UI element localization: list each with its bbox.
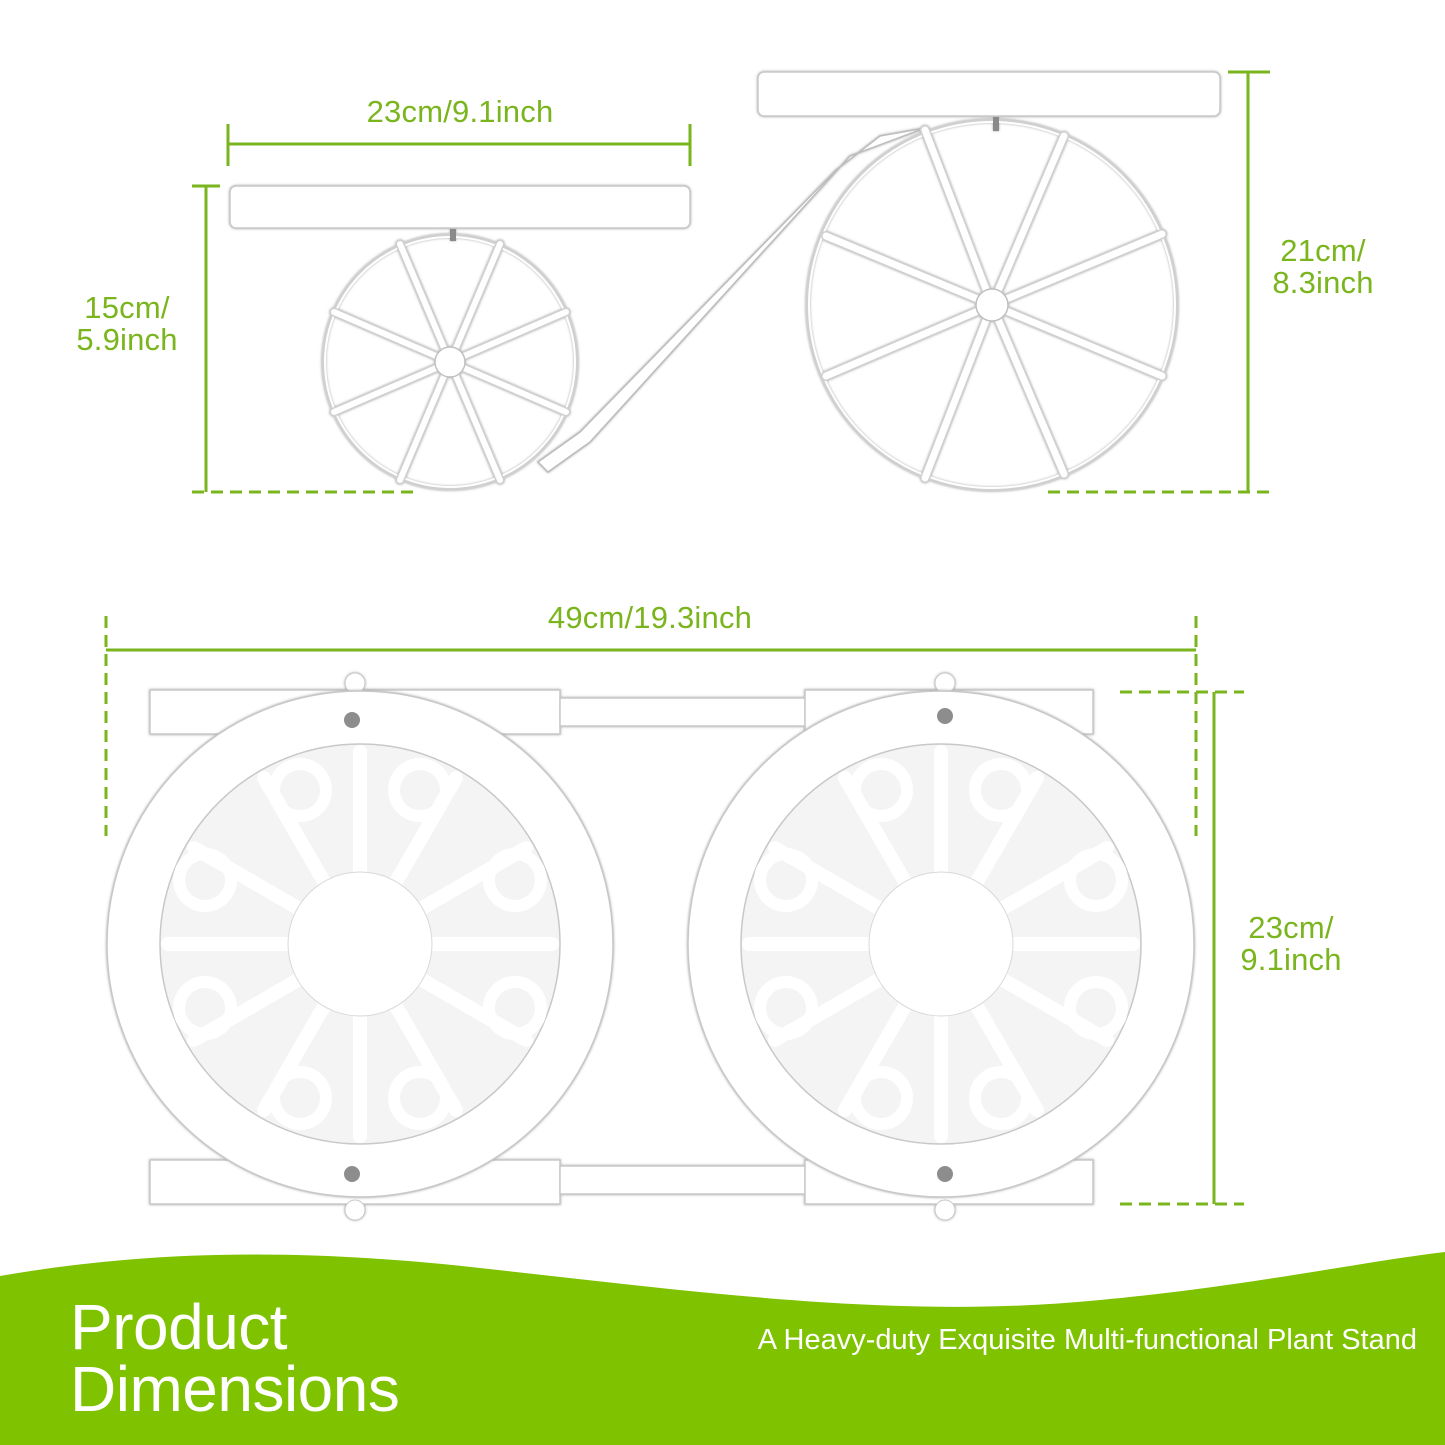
right-decorative-pot-ring [687, 690, 1195, 1198]
small-shelf [229, 185, 691, 229]
top-width-label: 23cm/9.1inch [366, 94, 554, 129]
side-view-dimension-lines [192, 70, 1272, 494]
large-wheel [805, 118, 1179, 492]
page-title: Product Dimensions [70, 1291, 400, 1425]
side-view-stand [229, 71, 1221, 492]
page-subtitle: A Heavy-duty Exquisite Multi-functional … [757, 1324, 1417, 1356]
small-height-label: 15cm/ 5.9inch [76, 290, 178, 357]
large-height-label: 21cm/ 8.3inch [1272, 233, 1374, 300]
large-shelf [757, 71, 1221, 117]
connector-bar [536, 127, 926, 473]
total-width-label: 49cm/19.3inch [547, 600, 753, 635]
depth-label: 23cm/ 9.1inch [1240, 910, 1342, 977]
top-view-dimension-lines [104, 616, 1244, 1206]
footer-wave-banner [0, 1252, 1445, 1445]
small-wheel [321, 233, 579, 491]
left-decorative-pot-ring [106, 690, 614, 1198]
